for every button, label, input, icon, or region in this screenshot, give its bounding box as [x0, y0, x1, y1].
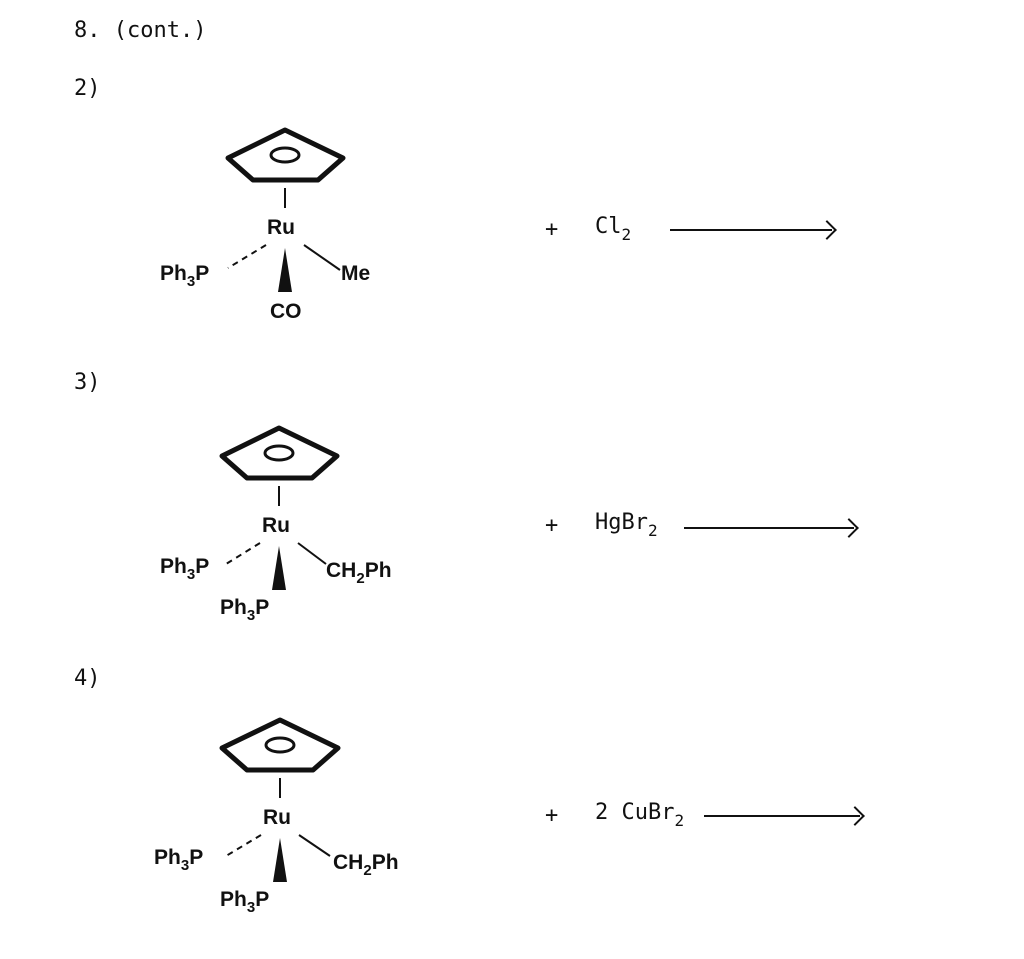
- reagent-formula: Cl2: [595, 214, 632, 244]
- left-ligand-label: Ph3P: [154, 846, 204, 874]
- ruthenium-complex-3: Ru Ph3P CH2Ph Ph3P: [140, 418, 460, 648]
- cyclopentadienyl-ring-diagram: [219, 717, 341, 882]
- bottom-ligand-label: Ph3P: [220, 596, 270, 624]
- right-ligand-label: Me: [341, 262, 371, 285]
- reaction-arrow-icon: [684, 527, 854, 529]
- reagent-line-4: + 2 CuBr2: [545, 800, 684, 830]
- plus-sign: +: [545, 216, 559, 242]
- cyclopentadienyl-ring-diagram: [219, 425, 340, 590]
- left-ligand-label: Ph3P: [160, 262, 210, 290]
- right-ligand-label: CH2Ph: [326, 559, 392, 587]
- plus-sign: +: [545, 512, 559, 538]
- reagent-formula: HgBr2: [595, 510, 658, 540]
- reaction-number-4: 4): [74, 666, 101, 691]
- ruthenium-complex-4: Ru Ph3P CH2Ph Ph3P: [140, 710, 460, 940]
- reaction-arrow-icon: [670, 229, 832, 231]
- reagent-line-3: + HgBr2: [545, 510, 658, 540]
- reaction-arrow-icon: [704, 815, 860, 817]
- plus-sign: +: [545, 802, 559, 828]
- bottom-ligand-label: Ph3P: [220, 888, 270, 916]
- bottom-ligand-label: CO: [270, 300, 302, 323]
- metal-label: Ru: [262, 514, 290, 537]
- reagent-formula: 2 CuBr2: [595, 800, 685, 830]
- ruthenium-complex-2: Ru Ph3P Me CO: [140, 120, 460, 350]
- reagent-line-2: + Cl2: [545, 214, 631, 244]
- cyclopentadienyl-ring-diagram: [225, 127, 346, 292]
- problem-header: 8. (cont.): [74, 18, 207, 43]
- left-ligand-label: Ph3P: [160, 555, 210, 583]
- reaction-number-2: 2): [74, 76, 101, 101]
- reaction-number-3: 3): [74, 370, 101, 395]
- right-ligand-label: CH2Ph: [333, 851, 399, 879]
- metal-label: Ru: [263, 806, 291, 829]
- metal-label: Ru: [267, 216, 295, 239]
